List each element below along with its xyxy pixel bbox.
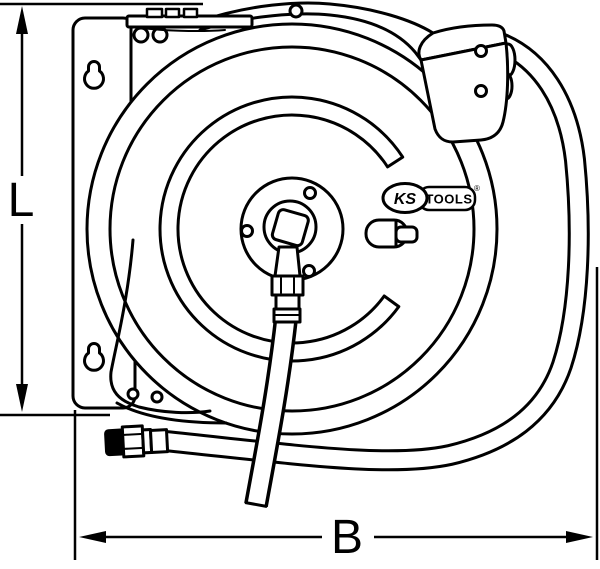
mounting-keyhole-bottom <box>83 342 105 372</box>
bottom-swivel-foot <box>109 238 228 425</box>
width-dimension-label: B <box>331 511 363 564</box>
hose-end-fitting <box>104 424 170 459</box>
foot-rivet <box>126 387 140 401</box>
bar-tab <box>145 7 164 19</box>
top-mounting-bar <box>125 7 254 32</box>
hose-open-end <box>244 501 268 508</box>
foot-rivet <box>150 390 164 404</box>
arm-rivet <box>288 3 304 19</box>
flange-hole <box>240 224 254 238</box>
logo-registered-mark: ® <box>474 184 480 193</box>
fitting-hex-nut <box>120 424 146 459</box>
hub-hose <box>244 316 298 508</box>
mounting-keyhole-top <box>83 60 105 90</box>
dimension-width <box>73 267 599 560</box>
arm-plate-hole <box>474 44 488 58</box>
logo-text-tools: TOOLS <box>425 192 472 207</box>
arrowhead-right <box>566 531 593 543</box>
arrowhead-left <box>79 531 106 543</box>
dimension-height <box>0 2 203 417</box>
arrowhead-down <box>16 384 28 412</box>
flange-hole <box>303 186 317 200</box>
logo-text-ks: KS <box>394 191 417 208</box>
hose-loop <box>163 31 590 472</box>
height-dimension-label: L <box>8 174 35 227</box>
reel-rim <box>108 45 476 413</box>
bar-tab <box>164 7 181 19</box>
hub-nut <box>270 208 310 248</box>
reel-drum-band <box>158 95 405 363</box>
arrowhead-up <box>16 6 28 34</box>
arm-plate-hole <box>474 84 488 98</box>
hub-swivel-fitting <box>270 245 305 324</box>
pivot-bolt-hole <box>132 26 150 44</box>
bar-tab <box>182 7 199 19</box>
ks-tools-logo: KS TOOLS ® <box>381 182 480 214</box>
flange-hole <box>302 264 316 278</box>
fitting-ferrule <box>148 428 170 454</box>
hub-flange <box>239 176 345 282</box>
swivel-arm <box>195 1 517 144</box>
arm-end-plate <box>419 41 510 144</box>
hose-stop-latch <box>364 218 419 249</box>
